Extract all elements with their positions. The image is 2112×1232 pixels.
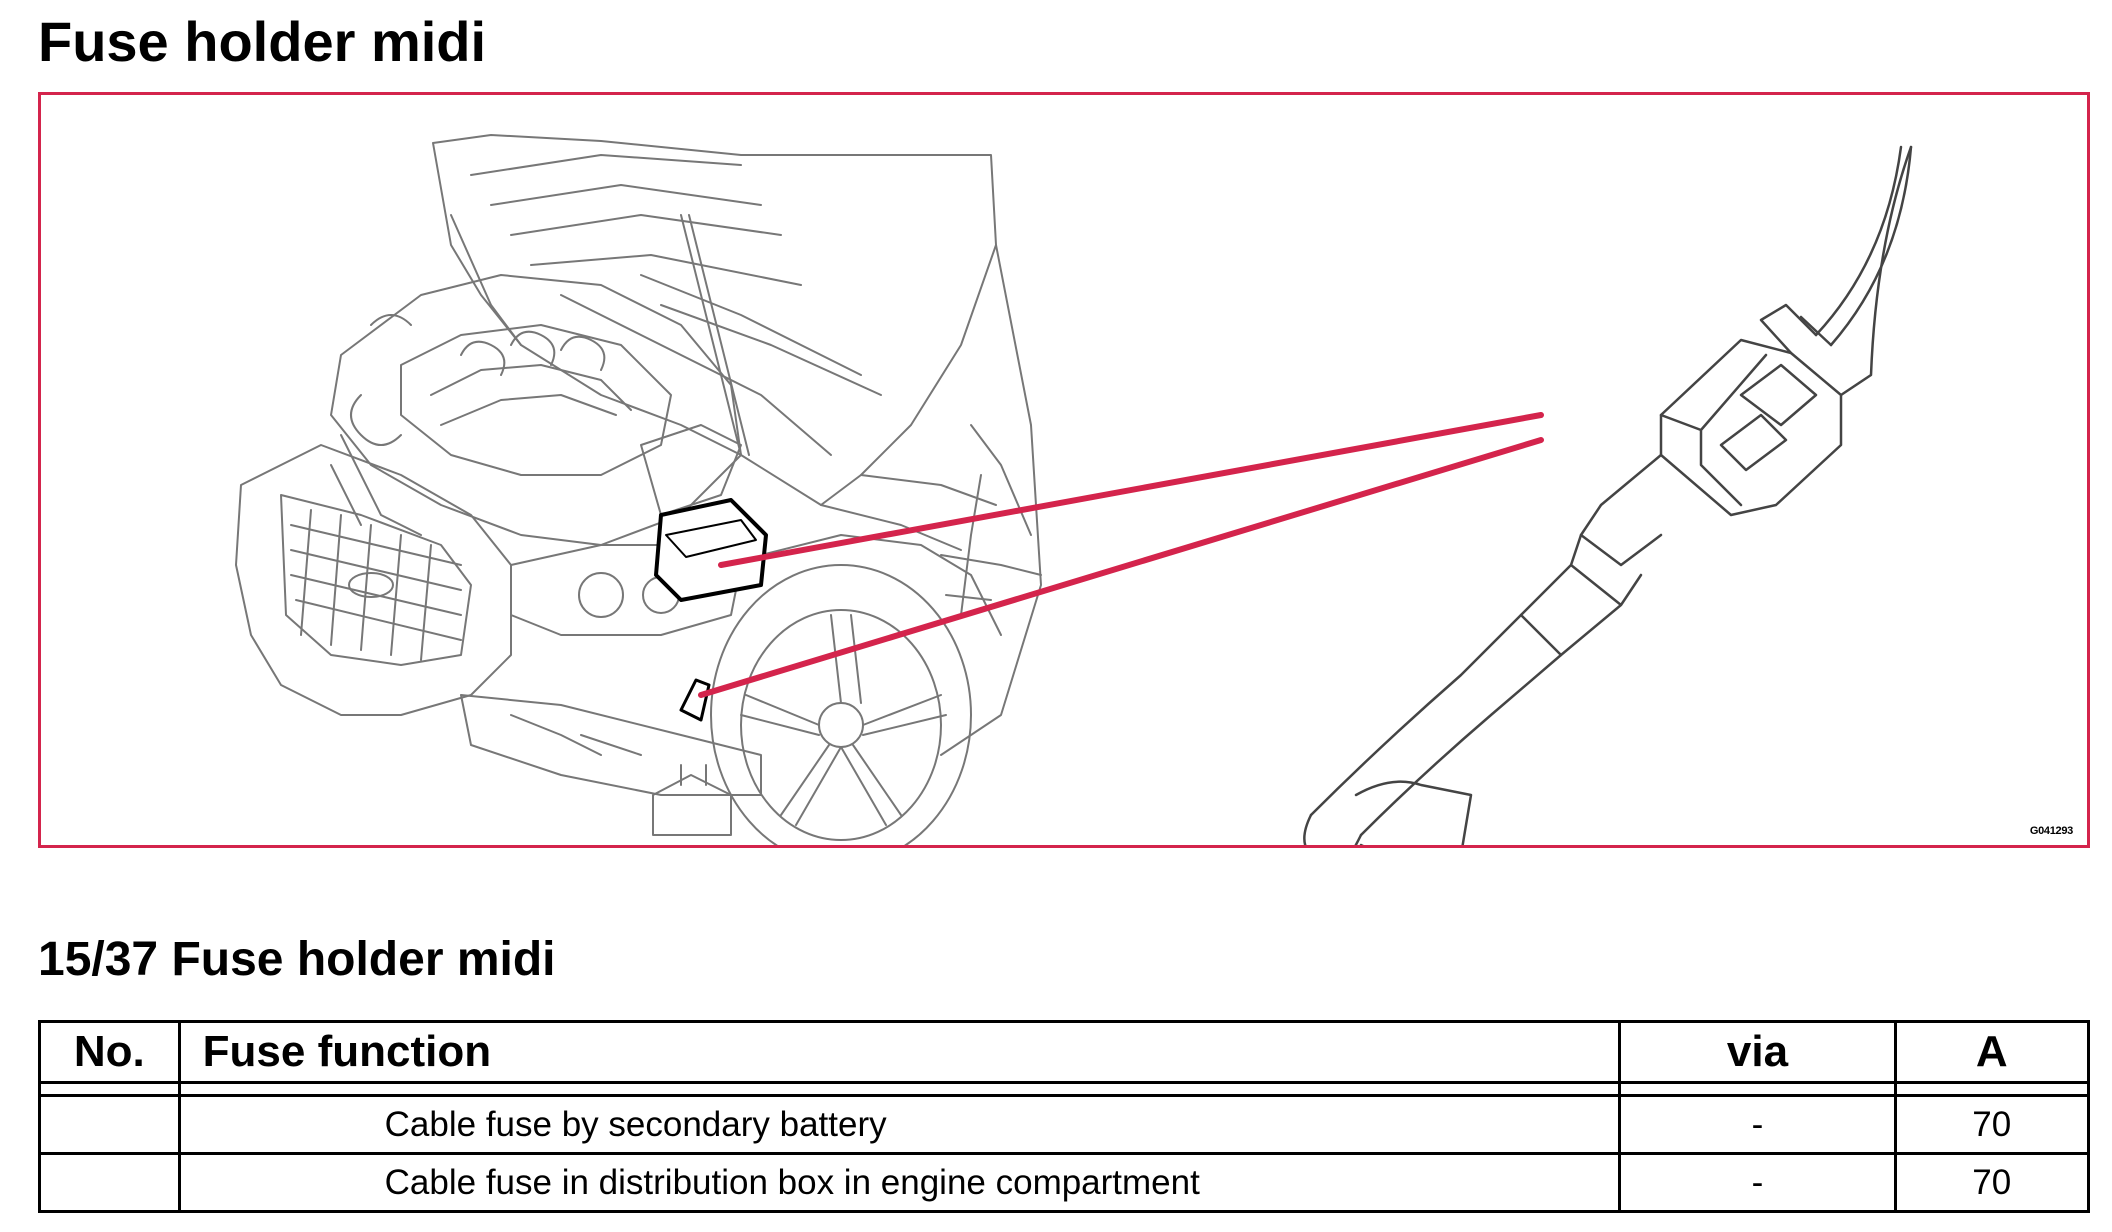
car-engine-illustration: [235, 134, 1913, 845]
figure-reference-code: G041293: [2029, 825, 2073, 837]
cell-amps: 70: [1893, 1153, 2090, 1213]
illustration-frame: G041293: [38, 92, 2090, 848]
cell-via: -: [1618, 1153, 1897, 1213]
header-amps: A: [1893, 1020, 2090, 1083]
cell-fuse-function: Cable fuse by secondary battery: [177, 1095, 1622, 1155]
cell-no: [38, 1153, 181, 1213]
fuse-table: No. Fuse function via A Cable fuse by se…: [38, 1020, 2090, 1213]
cell-via: -: [1618, 1095, 1897, 1155]
header-divider: [38, 1081, 2090, 1097]
cell-no: [38, 1095, 181, 1155]
cell-fuse-function: Cable fuse in distribution box in engine…: [177, 1153, 1622, 1213]
page-title: Fuse holder midi: [38, 10, 487, 73]
table-header-row: No. Fuse function via A: [38, 1020, 2090, 1083]
table-row: Cable fuse in distribution box in engine…: [38, 1153, 2090, 1213]
cell-amps: 70: [1893, 1095, 2090, 1155]
header-no: No.: [38, 1020, 181, 1083]
header-fuse-function: Fuse function: [177, 1020, 1622, 1083]
table-row: Cable fuse by secondary battery - 70: [38, 1095, 2090, 1155]
header-via: via: [1618, 1020, 1897, 1083]
section-title: 15/37 Fuse holder midi: [38, 933, 556, 986]
